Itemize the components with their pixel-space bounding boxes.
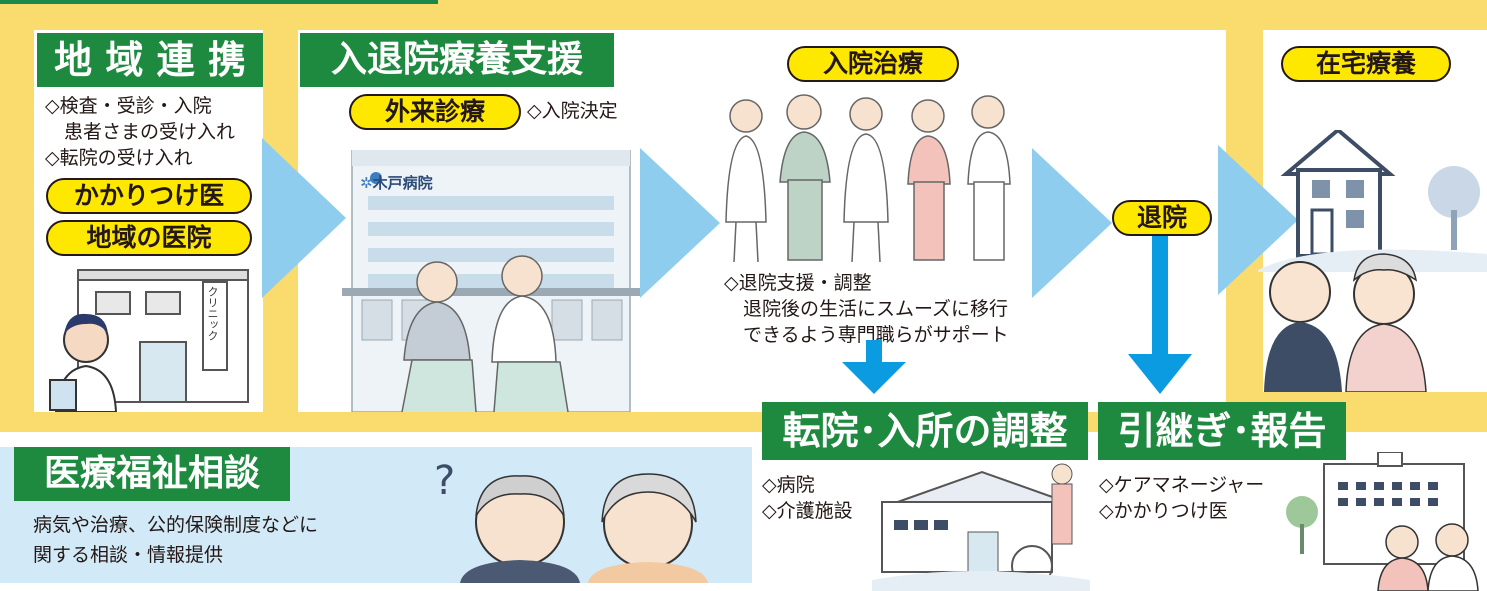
transfer-item-care-facility: ◇介護施設 xyxy=(762,500,853,522)
admission-decision: ◇入院決定 xyxy=(527,100,618,122)
home-illustration xyxy=(1258,130,1487,392)
regional-item-2: 患者さまの受け入れ xyxy=(45,121,236,143)
welfare-line-1: 病気や治療、公的保険制度などに xyxy=(33,514,319,536)
transfer-item-hospital: ◇病院 xyxy=(762,474,815,496)
pill-local-clinic: 地域の医院 xyxy=(46,220,252,256)
regional-item-1: ◇検査・受診・入院 xyxy=(45,95,212,117)
regional-title: 地 域 連 携 xyxy=(37,33,263,87)
admission-title: 入退院療養支援 xyxy=(300,33,614,87)
down-arrow-transfer xyxy=(842,340,906,394)
transfer-title: 転院･入所の調整 xyxy=(762,402,1088,460)
down-arrow-handover xyxy=(1128,236,1192,394)
handover-item-family-doctor: ◇かかりつけ医 xyxy=(1099,500,1228,522)
pill-outpatient: 外来診療 xyxy=(349,94,521,130)
hospital-logo-icon: ✲ xyxy=(360,174,373,192)
flow-arrow-3 xyxy=(1032,148,1112,298)
clinic-illustration xyxy=(49,269,249,412)
pill-home-care: 在宅療養 xyxy=(1281,46,1451,82)
top-accent-strip xyxy=(0,0,438,4)
flow-arrow-1 xyxy=(262,138,346,298)
hospital-name-text: 木戸病院 xyxy=(372,174,433,192)
discharge-support-line-2: 退院後の生活にスムーズに移行 xyxy=(724,298,1009,320)
flow-arrow-2 xyxy=(640,148,720,298)
hospital-illustration xyxy=(342,150,640,412)
hospital-name: ✲木戸病院 xyxy=(360,172,433,193)
svg-text:?: ? xyxy=(434,458,455,504)
flow-arrow-4 xyxy=(1218,145,1298,295)
pill-discharge: 退院 xyxy=(1112,200,1212,236)
discharge-support-line-1: ◇退院支援・調整 xyxy=(724,272,872,294)
clinic-sign-text: クリニック xyxy=(206,286,219,341)
discharge-support-line-3: できるよう専門職らがサポート xyxy=(724,324,1009,346)
pill-inpatient: 入院治療 xyxy=(787,46,959,82)
pill-family-doctor: かかりつけ医 xyxy=(46,178,252,214)
hospital-staff-illustration xyxy=(1286,452,1479,591)
welfare-line-2: 関する相談・情報提供 xyxy=(33,544,224,566)
consultation-illustration: ? xyxy=(434,458,708,583)
regional-item-3: ◇転院の受け入れ xyxy=(45,147,193,169)
welfare-title: 医療福祉相談 xyxy=(14,447,290,501)
care-facility-illustration xyxy=(872,463,1090,591)
handover-title: 引継ぎ･報告 xyxy=(1098,402,1346,460)
medical-staff-illustration xyxy=(725,94,1011,263)
handover-item-care-manager: ◇ケアマネージャー xyxy=(1099,474,1265,496)
